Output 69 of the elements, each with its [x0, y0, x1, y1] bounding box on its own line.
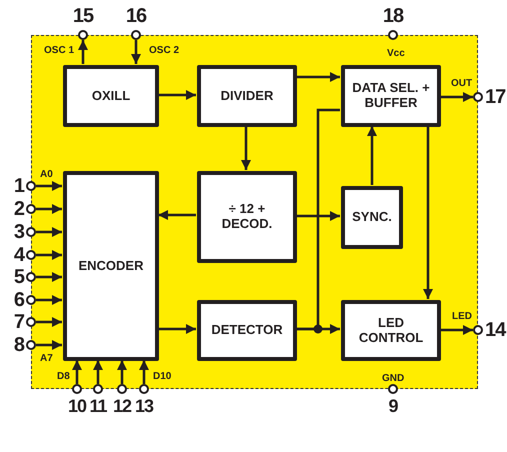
connector-arrow: [36, 204, 62, 214]
function-block: [197, 300, 297, 361]
block-label: LED CONTROL: [358, 316, 424, 346]
connector-arrow: [158, 90, 196, 100]
function-block: [341, 186, 403, 249]
connector-arrow: [296, 72, 340, 82]
function-block: [63, 65, 159, 127]
pin-label: OSC 2: [149, 46, 180, 56]
pin-number: 2: [14, 199, 24, 219]
pin-number: 13: [134, 397, 154, 415]
pin-number: 5: [14, 267, 24, 287]
chip-outline: [31, 35, 478, 389]
pin-number: 8: [14, 335, 24, 355]
pin-label: Vcc: [387, 49, 405, 59]
block-label: DETECTOR: [211, 323, 283, 338]
pin-number: 12: [112, 397, 132, 415]
pin-number: 17: [485, 87, 506, 107]
connector-arrow: [78, 40, 88, 64]
pin-number: 9: [388, 397, 398, 415]
connector-arrow: [158, 324, 196, 334]
pin-number: 14: [485, 320, 506, 340]
connector-arrow: [36, 317, 62, 327]
connector-arrow: [440, 325, 473, 335]
connector-arrow: [367, 126, 377, 185]
function-block: [63, 171, 159, 361]
connector-arrow: [36, 181, 62, 191]
connector-arrow: [72, 360, 82, 384]
block-label: ENCODER: [78, 258, 144, 274]
pin-number: 3: [14, 222, 24, 242]
function-block: [341, 300, 441, 361]
connector-arrow: [36, 340, 62, 350]
pin-number: 7: [14, 312, 24, 332]
pin-number: 11: [89, 397, 107, 415]
connector-arrow: [36, 227, 62, 237]
function-block: [197, 171, 297, 263]
connector-arrow: [131, 40, 141, 64]
block-label: DATA SEL. + BUFFER: [351, 81, 431, 111]
pin-number: 18: [382, 6, 404, 26]
connector-arrow: [423, 126, 433, 299]
block-label: ÷ 12 + DECOD.: [220, 202, 274, 232]
connector-arrow: [93, 360, 103, 384]
pin-number: 16: [126, 6, 146, 26]
connector-arrow: [296, 211, 340, 221]
pin-number: 6: [14, 290, 24, 310]
pin-number: 15: [72, 6, 94, 26]
pin-label: GND: [382, 374, 404, 384]
connector-arrow: [139, 360, 149, 384]
pin-label: OSC 1: [44, 46, 74, 56]
pin-label: D10: [153, 372, 172, 382]
pin-number: 4: [14, 245, 24, 265]
block-label: OXILL: [92, 88, 130, 104]
connector-arrow: [117, 360, 127, 384]
connector-arrow: [440, 92, 473, 102]
pin-label: A0: [40, 170, 53, 180]
pin-label: LED: [452, 312, 472, 322]
pin-label: A7: [40, 354, 53, 364]
pin-label: OUT: [451, 79, 472, 89]
connector-arrow: [36, 295, 62, 305]
pin-number: 10: [68, 397, 86, 415]
function-block: [341, 65, 441, 127]
pin-label: D8: [57, 372, 70, 382]
connector-arrow: [36, 250, 62, 260]
function-block: [197, 65, 297, 127]
pin-number: 1: [14, 176, 24, 196]
block-label: SYNC.: [352, 210, 392, 225]
connector-arrow: [36, 272, 62, 282]
connector-arrow: [158, 210, 196, 220]
block-label: DIVIDER: [220, 88, 274, 104]
connector-arrow: [241, 126, 251, 170]
